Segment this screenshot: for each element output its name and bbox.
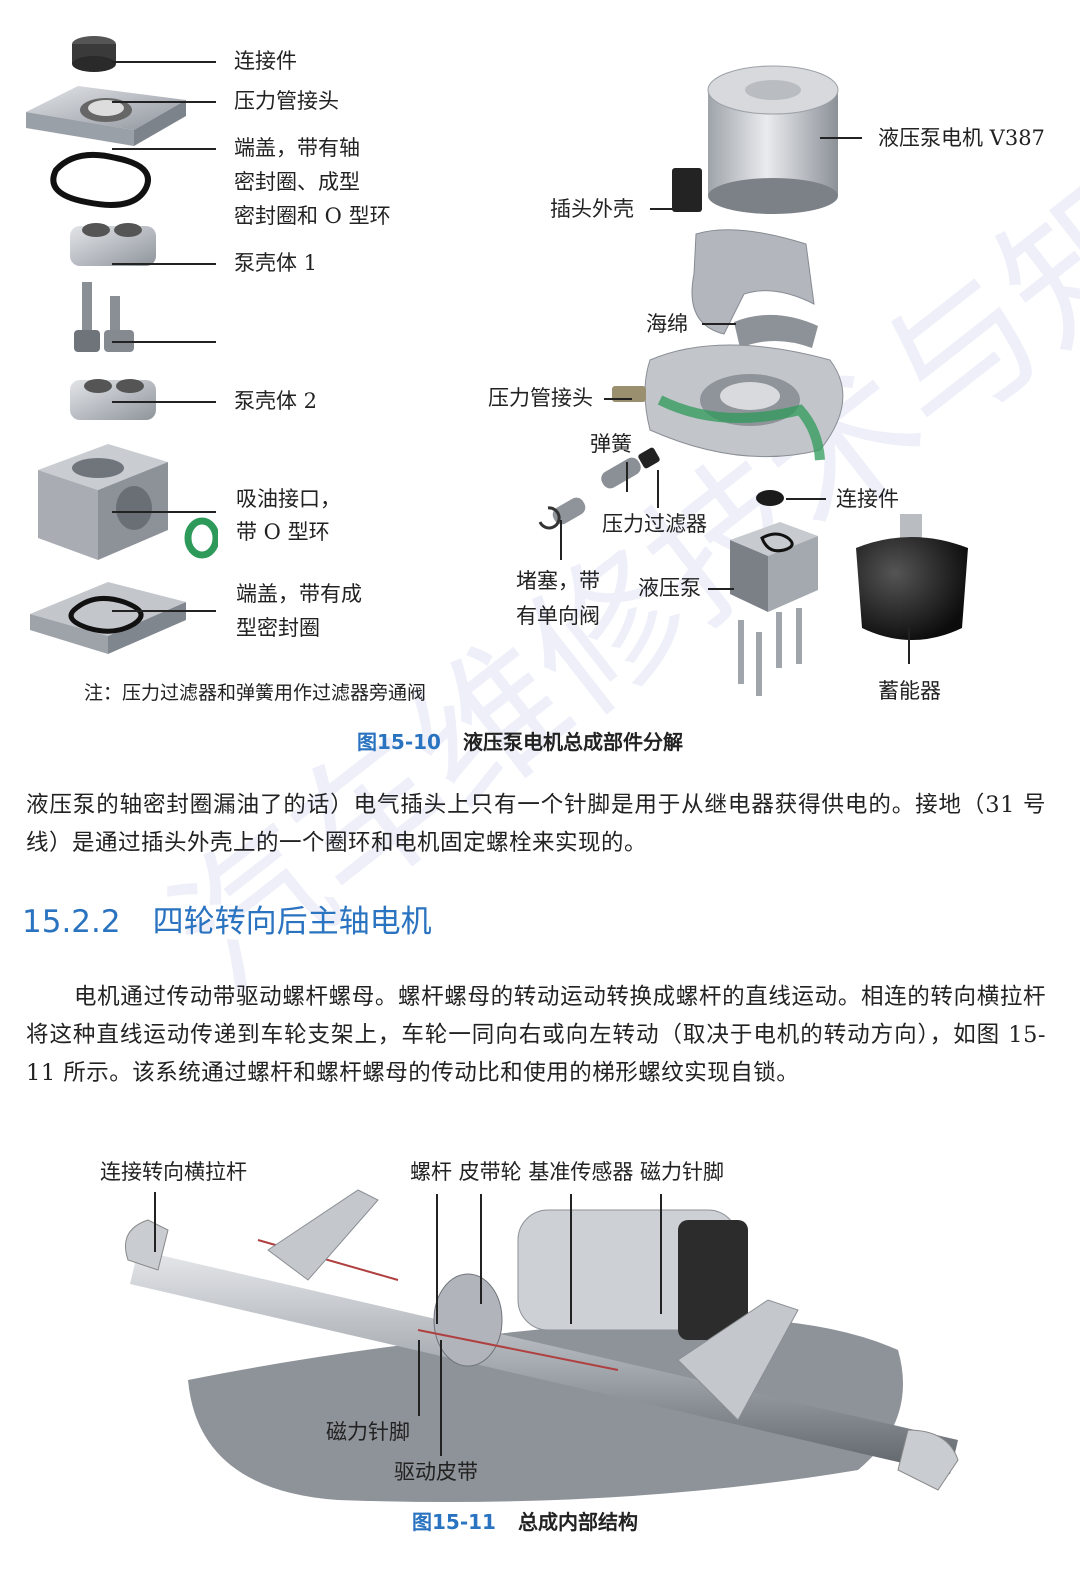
label-pressure-fitting-right: 压力管接头 [488, 386, 593, 410]
leader-line [112, 101, 216, 103]
leader-line [657, 470, 659, 508]
label-end-cover-1-line3: 密封圈和 O 型环 [234, 204, 391, 228]
leader-line [112, 61, 216, 63]
label-connector-right: 连接件 [836, 487, 899, 511]
caption-number: 图15-11 [412, 1510, 496, 1534]
label-end-cover-2-line1: 端盖，带有成 [236, 582, 362, 606]
figure-caption: 图15-11 总成内部结构 [412, 1506, 638, 1535]
label-sponge: 海绵 [646, 312, 688, 336]
leader-line [418, 1340, 420, 1416]
axle-motor-cutaway-illustration [125, 1189, 959, 1502]
label-hydraulic-pump: 液压泵 [638, 576, 701, 600]
label-end-cover-1-line1: 端盖，带有轴 [234, 136, 360, 160]
label-top-components: 螺杆 皮带轮 基准传感器 磁力针脚 [410, 1160, 725, 1184]
paragraph-text: 电机通过传动带驱动螺杆螺母。螺杆螺母的转动运动转换成螺杆的直线运动。相连的转向横… [26, 984, 1046, 1086]
label-pump-housing-1: 泵壳体 1 [234, 251, 318, 275]
leader-line [650, 208, 684, 210]
caption-number: 图15-10 [357, 730, 441, 754]
leader-line [660, 1194, 662, 1314]
leader-line [112, 263, 216, 265]
leader-line [708, 588, 734, 590]
leader-line [112, 610, 216, 612]
label-end-cover-1-line2: 密封圈、成型 [234, 170, 360, 194]
label-plug-housing: 插头外壳 [550, 197, 634, 221]
paragraph: 液压泵的轴密封圈漏油了的话）电气插头上只有一个针脚是用于从继电器获得供电的。接地… [26, 786, 1046, 862]
leader-line [436, 1194, 438, 1324]
leader-line [440, 1340, 442, 1456]
label-pump-housing-2: 泵壳体 2 [234, 389, 318, 413]
leader-line [112, 148, 216, 150]
label-drive-belt: 驱动皮带 [394, 1460, 478, 1484]
section-heading: 15.2.2 四轮转向后主轴电机 [22, 896, 432, 941]
figure-caption: 图15-10 液压泵电机总成部件分解 [357, 726, 683, 755]
figure-note: 注：压力过滤器和弹簧用作过滤器旁通阀 [84, 682, 427, 704]
label-tie-rod: 连接转向横拉杆 [100, 1160, 247, 1184]
section-number: 15.2.2 [22, 904, 121, 940]
caption-title: 总成内部结构 [517, 1510, 638, 1534]
label-suction-port-line1: 吸油接口， [236, 487, 341, 511]
leader-line [626, 462, 628, 492]
leader-line [820, 137, 862, 139]
label-end-cover-2-line2: 型密封圈 [236, 616, 320, 640]
paragraph: 电机通过传动带驱动螺杆螺母。螺杆螺母的转动运动转换成螺杆的直线运动。相连的转向横… [26, 978, 1046, 1092]
left-exploded-parts-illustration [26, 36, 218, 654]
section-title: 四轮转向后主轴电机 [152, 904, 432, 940]
right-exploded-assembly-illustration [538, 65, 968, 696]
leader-line [112, 511, 216, 513]
paragraph-text: 液压泵的轴密封圈漏油了的话）电气插头上只有一个针脚是用于从继电器获得供电的。接地… [26, 792, 1046, 856]
label-plug-check-valve-line1: 堵塞，带 [516, 569, 600, 593]
leader-line [112, 401, 216, 403]
leader-line [786, 498, 826, 500]
label-suction-port-line2: 带 O 型环 [236, 520, 330, 544]
leader-line [480, 1194, 482, 1304]
leader-line [604, 398, 632, 400]
leader-line [570, 1194, 572, 1324]
leader-line [112, 341, 216, 343]
label-magnetic-pin: 磁力针脚 [326, 1420, 410, 1444]
leader-line [560, 520, 562, 560]
figure-15-10: 连接件 压力管接头 端盖，带有轴 密封圈、成型 密封圈和 O 型环 泵壳体 1 … [0, 0, 1080, 760]
label-spring: 弹簧 [590, 432, 632, 456]
leader-line [154, 1192, 156, 1252]
label-connector: 连接件 [234, 49, 297, 73]
caption-title: 液压泵电机总成部件分解 [462, 730, 683, 754]
label-pressure-fitting: 压力管接头 [234, 89, 339, 113]
label-plug-check-valve-line2: 有单向阀 [516, 604, 600, 628]
leader-line [908, 628, 910, 664]
label-accumulator: 蓄能器 [878, 679, 941, 703]
label-pressure-filter: 压力过滤器 [602, 512, 707, 536]
leader-line [702, 323, 736, 325]
label-motor-v387: 液压泵电机 V387 [878, 126, 1045, 150]
figure-15-11: 连接转向横拉杆 螺杆 皮带轮 基准传感器 磁力针脚 磁力针脚 驱动皮带 图15-… [0, 1140, 1080, 1590]
